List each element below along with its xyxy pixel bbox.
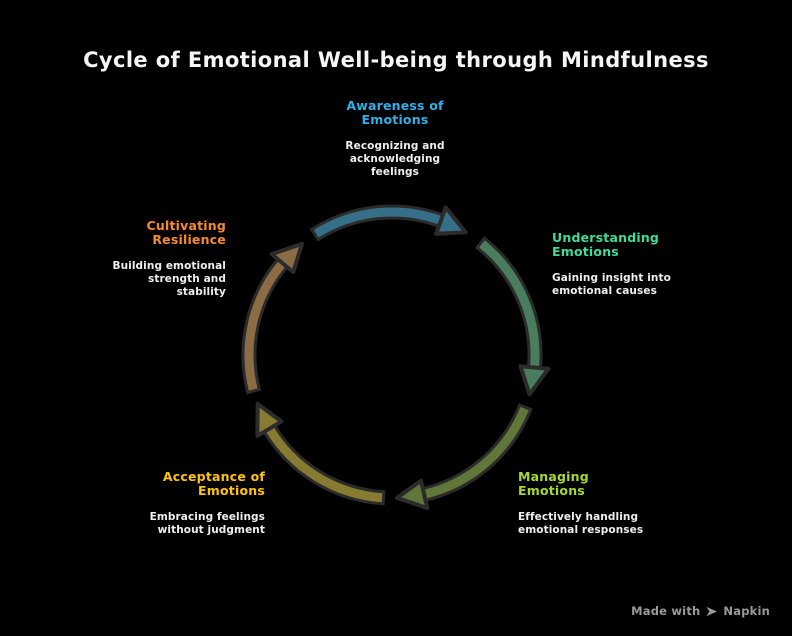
arc-understanding <box>479 240 540 368</box>
arc-outline-managing <box>419 403 533 503</box>
step-description: Embracing feelings without judgment <box>149 511 265 537</box>
arc-managing <box>423 406 529 499</box>
cycle-step-awareness: Awareness of Emotions Recognizing and ac… <box>290 99 500 179</box>
step-description: Recognizing and acknowledging feelings <box>345 140 445 179</box>
arrowhead-acceptance <box>255 401 284 438</box>
step-label: Cultivating Resilience <box>146 218 226 247</box>
arrowhead-awareness <box>434 205 468 236</box>
arc-awareness <box>313 207 443 238</box>
cycle-step-acceptance: Acceptance of Emotions Embracing feeling… <box>85 470 265 537</box>
made-with-napkin-watermark: Made with Napkin <box>631 604 770 618</box>
step-description: Effectively handling emotional responses <box>518 511 644 537</box>
step-description: Building emotional strength and stabilit… <box>112 260 226 299</box>
step-label: Awareness of Emotions <box>346 98 444 127</box>
arrowhead-understanding <box>518 364 551 397</box>
arc-acceptance <box>265 426 383 503</box>
cycle-step-understanding: Understanding Emotions Gaining insight i… <box>552 231 722 298</box>
diagram-title: Cycle of Emotional Well-being through Mi… <box>83 48 709 72</box>
arc-cultivating <box>244 260 286 391</box>
step-label: Acceptance of Emotions <box>162 469 265 498</box>
watermark-brand: Napkin <box>723 604 770 618</box>
step-label: Managing Emotions <box>518 469 589 498</box>
arrowhead-cultivating <box>269 241 304 275</box>
cycle-step-cultivating: Cultivating Resilience Building emotiona… <box>46 219 226 299</box>
cycle-step-managing: Managing Emotions Effectively handling e… <box>518 470 688 537</box>
step-label: Understanding Emotions <box>552 230 660 259</box>
arrowhead-managing <box>395 478 430 510</box>
watermark-prefix: Made with <box>631 604 701 618</box>
step-description: Gaining insight into emotional causes <box>552 272 671 298</box>
napkin-logo-icon <box>706 606 718 616</box>
